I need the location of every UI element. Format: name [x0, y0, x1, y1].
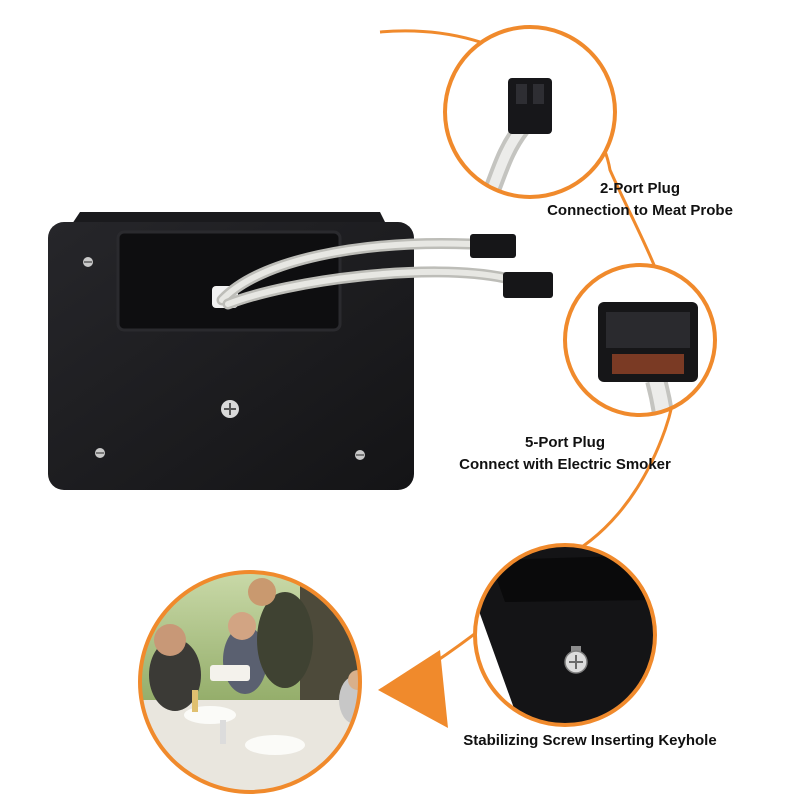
two-port-title: 2-Port Plug — [599, 180, 680, 197]
two-port-zoom — [443, 25, 617, 199]
panel-lip — [72, 212, 386, 224]
five-port-caption: 5-Port Plug Connect with Electric Smoker — [430, 432, 700, 476]
two-port-plug — [470, 234, 516, 258]
control-panel — [48, 212, 414, 490]
cables — [216, 234, 553, 310]
orange-arrow-icon — [378, 650, 448, 728]
five-port-subtitle: Connect with Electric Smoker — [459, 456, 671, 473]
screw-title: Stabilizing Screw Inserting Keyhole — [463, 732, 717, 749]
screw-zoom — [473, 543, 657, 727]
five-port-plug — [503, 272, 553, 298]
outdoor-dining-photo — [138, 570, 362, 794]
two-port-caption: 2-Port Plug Connection to Meat Probe — [520, 178, 760, 222]
five-port-zoom — [563, 263, 717, 417]
five-port-title: 5-Port Plug — [524, 434, 605, 451]
screw-icon — [564, 646, 588, 674]
two-port-subtitle: Connection to Meat Probe — [547, 202, 733, 219]
screw-icon — [83, 257, 365, 460]
screw-caption: Stabilizing Screw Inserting Keyhole — [430, 730, 750, 752]
